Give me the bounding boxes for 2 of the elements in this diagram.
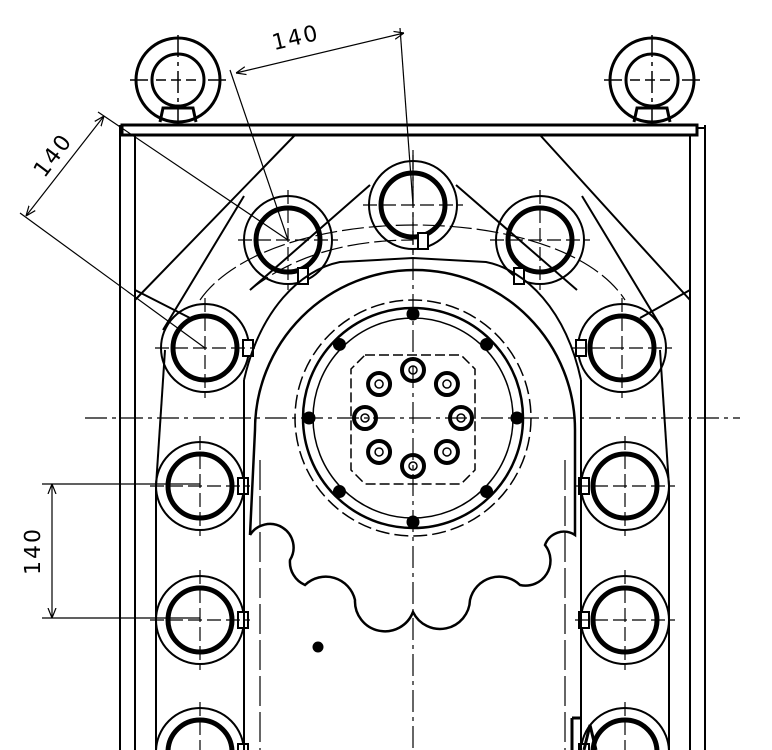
dimension-label: 140 xyxy=(270,22,322,56)
dimension-label: 140 xyxy=(23,527,45,575)
